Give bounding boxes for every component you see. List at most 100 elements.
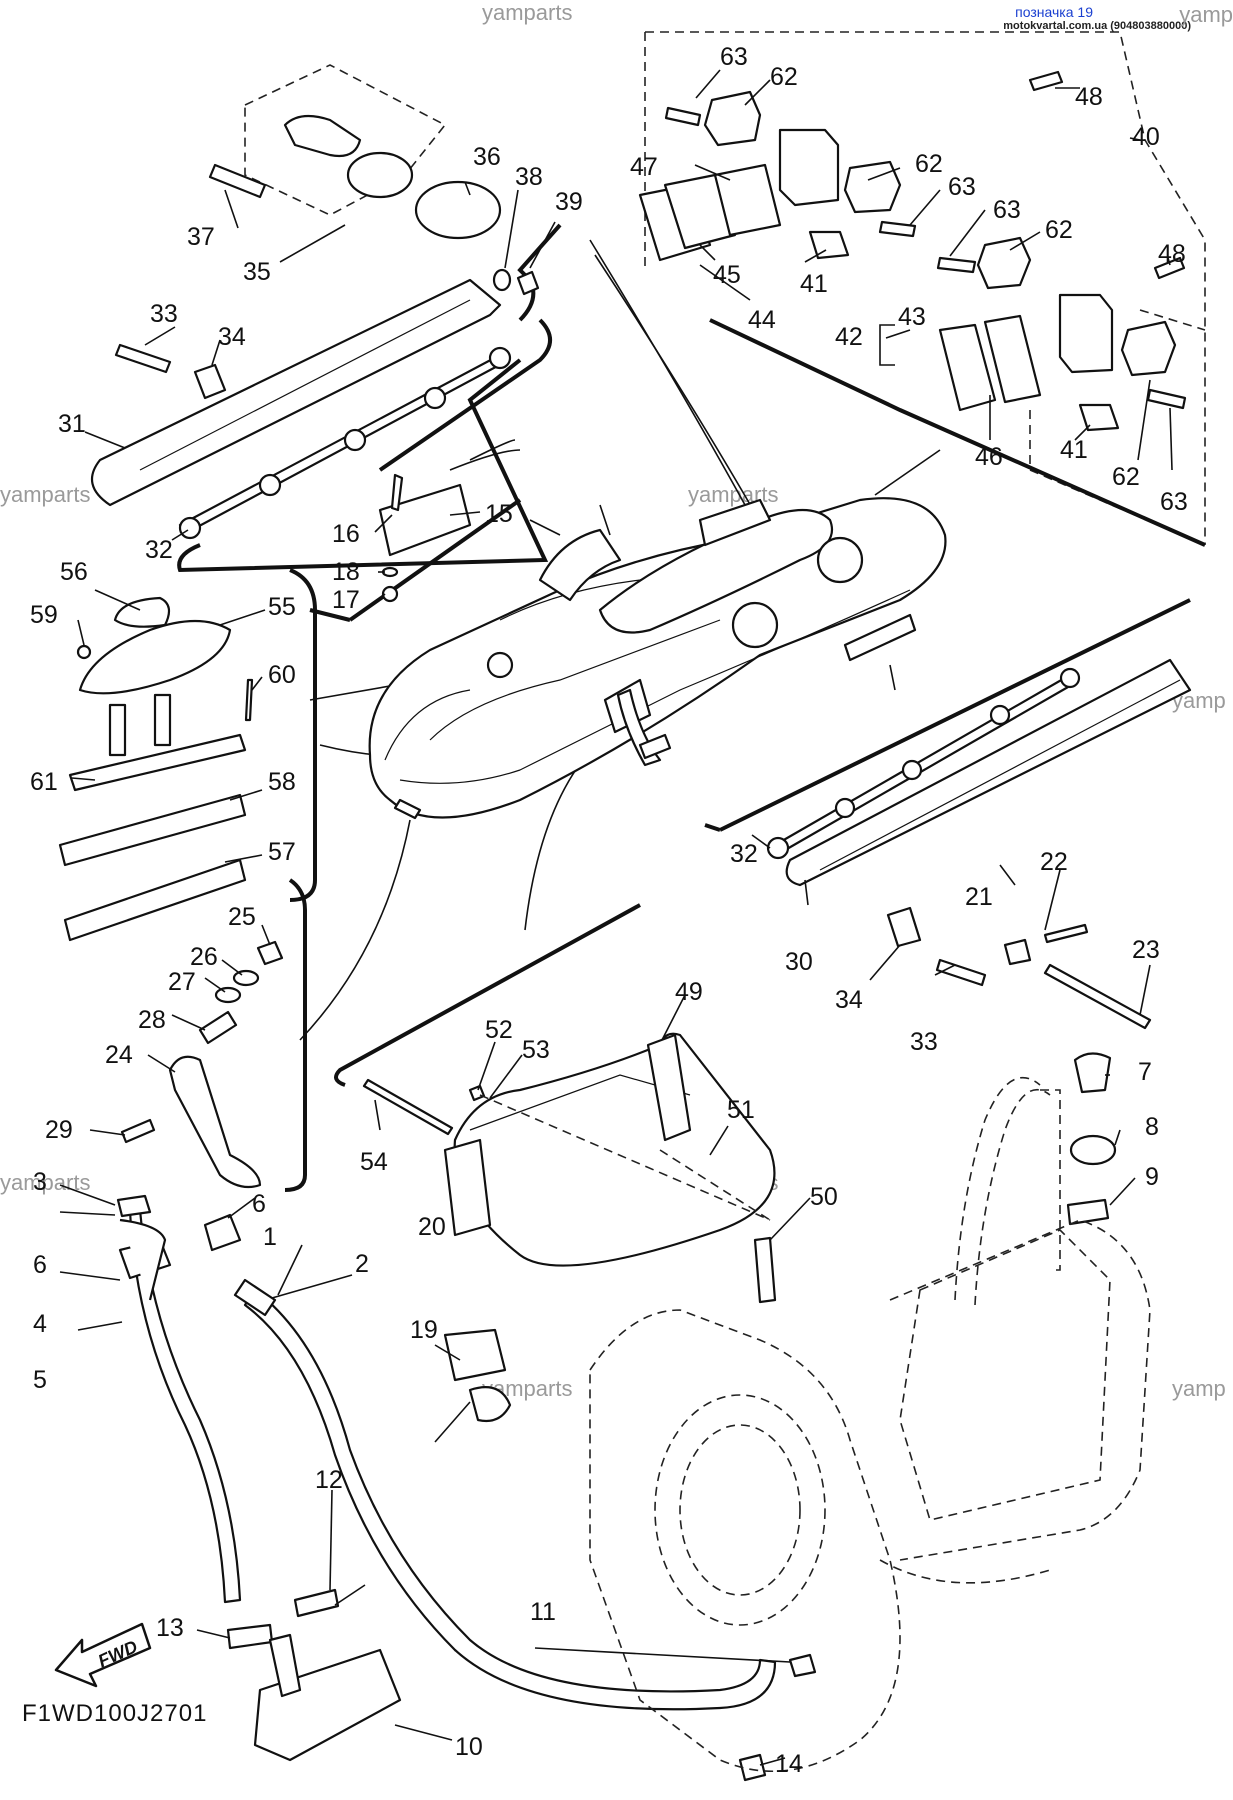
callout-34: 34 [835,986,863,1014]
callout-5: 5 [33,1366,47,1394]
callout-21: 21 [965,883,993,911]
callout-10: 10 [455,1733,483,1761]
callout-38: 38 [515,163,543,191]
connector-lines [299,239,941,1041]
pump-housing [589,1076,1151,1773]
callout-18: 18 [332,558,360,586]
forward-arrow-icon: FWD [54,1622,152,1688]
callout-leaders [59,69,1173,1766]
callout-63: 63 [993,196,1021,224]
callout-61: 61 [30,768,58,796]
callout-17: 17 [332,586,360,614]
callout-44: 44 [748,306,776,334]
callout-26: 26 [190,943,218,971]
callout-46: 46 [975,443,1003,471]
callout-numbers: 1 2 3 4 5 6 6 7 8 9 10 11 12 13 14 15 16… [30,43,1188,1778]
callout-32: 32 [145,536,173,564]
module-15 [378,439,521,603]
callout-24: 24 [105,1041,133,1069]
callout-25: 25 [228,903,256,931]
callout-35: 35 [243,258,271,286]
callout-33: 33 [150,300,178,328]
callout-1: 1 [263,1223,277,1251]
plate-49 [362,1032,777,1304]
callout-59: 59 [30,601,58,629]
callout-23: 23 [1132,936,1160,964]
callout-20: 20 [418,1213,446,1241]
group-outlines [177,31,1206,1271]
callout-29: 29 [45,1116,73,1144]
watercraft-hull [368,497,947,820]
callout-34: 34 [218,323,246,351]
callout-15: 15 [485,500,513,528]
callout-8: 8 [1145,1113,1159,1141]
callout-2: 2 [355,1250,369,1278]
callout-33: 33 [910,1028,938,1056]
callout-16: 16 [332,520,360,548]
callout-56: 56 [60,558,88,586]
callout-45: 45 [713,261,741,289]
drain-plug-group [1066,1052,1117,1226]
header-watermark: yamp [1179,2,1233,27]
callout-40: 40 [1132,123,1160,151]
callout-48: 48 [1158,240,1186,268]
callout-39: 39 [555,188,583,216]
callout-58: 58 [268,768,296,796]
watermark: yamparts [482,0,572,25]
callout-13: 13 [156,1614,184,1642]
watermark: yamparts [0,482,90,507]
header-label: позначка 19 [1015,4,1093,20]
callout-63: 63 [1160,488,1188,516]
callout-11: 11 [530,1598,556,1626]
callout-37: 37 [187,223,215,251]
callout-57: 57 [268,838,296,866]
callout-50: 50 [810,1183,838,1211]
watermark: yamp [1172,1376,1226,1401]
callout-53: 53 [522,1036,550,1064]
rail-right [766,658,1192,1030]
callout-28: 28 [138,1006,166,1034]
callout-32: 32 [730,840,758,868]
callout-62: 62 [1045,216,1073,244]
header-site: motokvartal.com.ua (904803880000) [1003,20,1191,32]
cap-group [208,114,540,296]
callout-51: 51 [727,1096,755,1124]
callout-41: 41 [1060,436,1088,464]
callout-19: 19 [410,1316,438,1344]
callout-9: 9 [1145,1163,1159,1191]
callout-43: 43 [898,303,926,331]
callout-54: 54 [360,1148,388,1176]
rail-left-top [90,278,512,540]
callout-22: 22 [1040,848,1068,876]
cleat-group [58,596,254,942]
bracket-24 [120,940,284,1189]
callout-12: 12 [315,1466,343,1494]
grab-handle-assembly [638,55,1187,432]
callout-3: 3 [33,1168,47,1196]
diagram-code: F1WD100J2701 [22,1700,208,1727]
callout-14: 14 [775,1750,803,1778]
watermark: yamparts [688,482,778,507]
callout-6: 6 [252,1190,266,1218]
callout-47: 47 [630,153,658,181]
callout-62: 62 [915,150,943,178]
callout-63: 63 [948,173,976,201]
callout-55: 55 [268,593,296,621]
callout-31: 31 [58,410,86,438]
callout-48: 48 [1075,83,1103,111]
callout-52: 52 [485,1016,513,1044]
callout-36: 36 [473,143,501,171]
callout-62: 62 [1112,463,1140,491]
callout-41: 41 [800,270,828,298]
callout-27: 27 [168,968,196,996]
callout-6: 6 [33,1251,47,1279]
callout-63: 63 [720,43,748,71]
callout-42: 42 [835,323,863,351]
callout-7: 7 [1138,1058,1152,1086]
hose-group [116,1194,817,1782]
callout-4: 4 [33,1310,47,1338]
callout-62: 62 [770,63,798,91]
callout-49: 49 [675,978,703,1006]
callout-30: 30 [785,948,813,976]
